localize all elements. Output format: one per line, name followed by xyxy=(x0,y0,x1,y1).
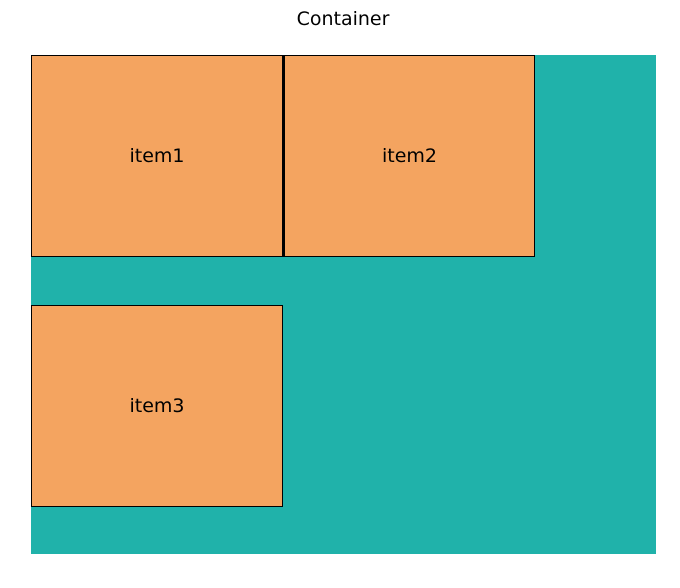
container-title: Container xyxy=(296,8,390,30)
item-label-2: item2 xyxy=(381,145,437,167)
item-label-1: item1 xyxy=(129,145,185,167)
item-box-3: item3 xyxy=(31,305,283,507)
container-box: item1 item2 item3 xyxy=(31,55,656,554)
item-label-3: item3 xyxy=(129,395,185,417)
item-box-1: item1 xyxy=(31,55,283,257)
item-box-2: item2 xyxy=(283,55,535,257)
